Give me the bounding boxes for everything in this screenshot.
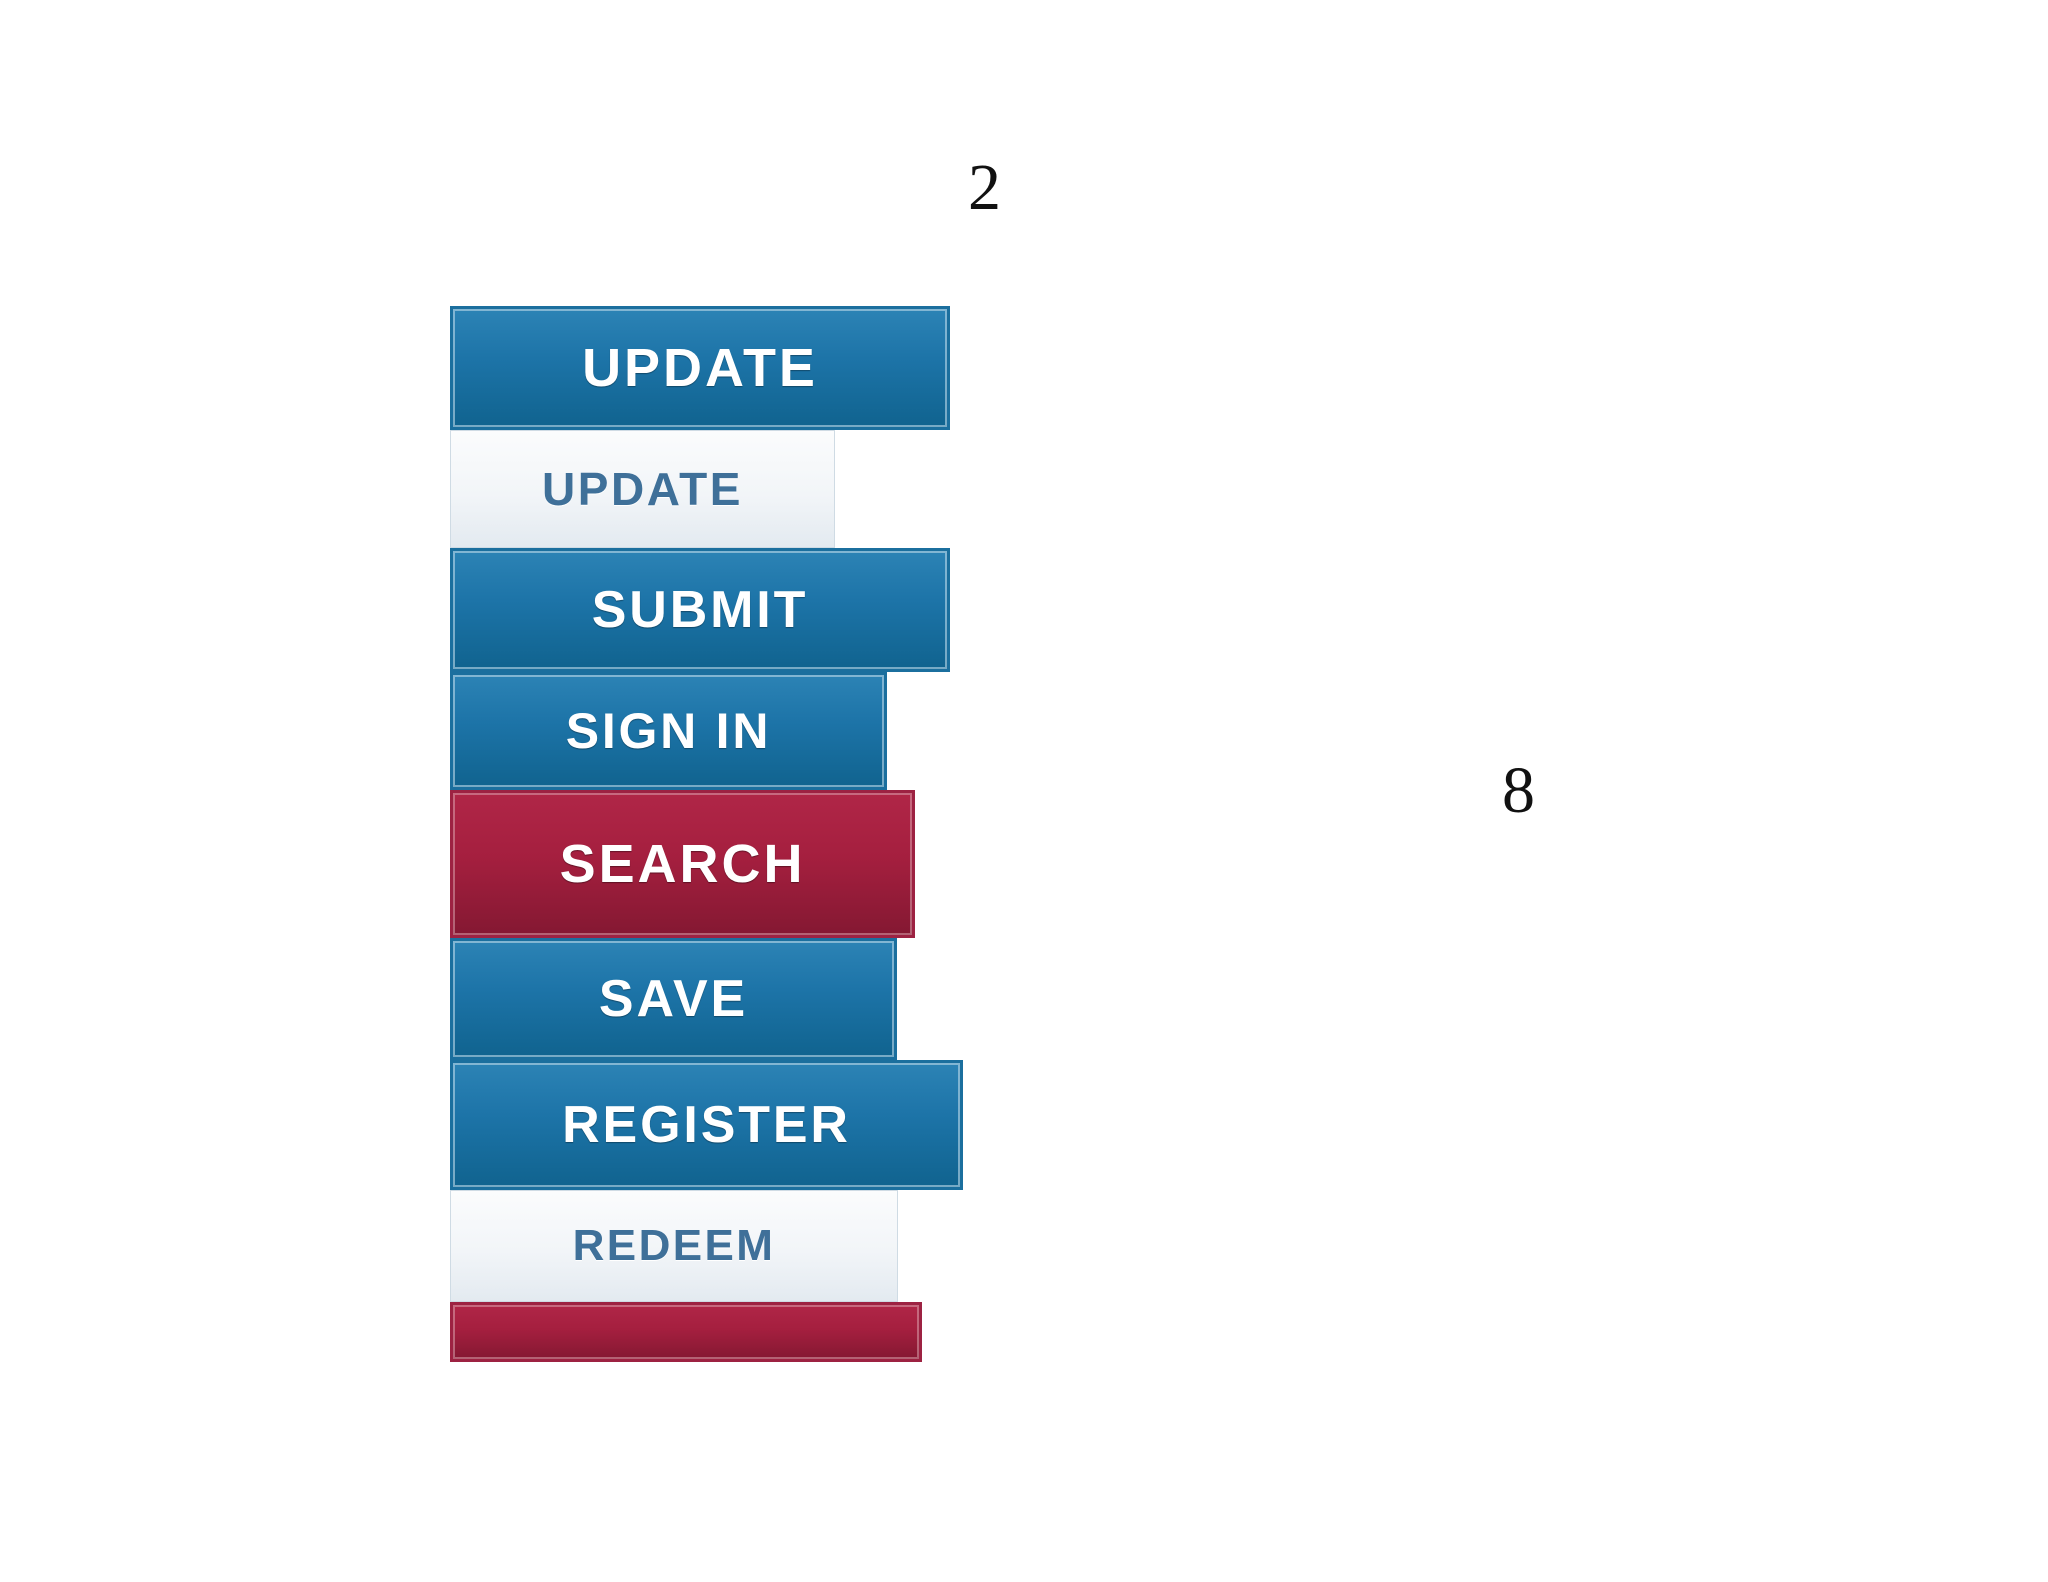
update-button-disabled-label: UPDATE — [542, 463, 743, 515]
search-button-label: SEARCH — [453, 793, 912, 935]
search-button[interactable]: SEARCH — [450, 790, 915, 938]
redeem-button[interactable]: REDEEM — [450, 1190, 898, 1302]
redeem-button-label: REDEEM — [572, 1221, 776, 1270]
sign-in-button-label: SIGN IN — [453, 675, 884, 787]
update-button-disabled[interactable]: UPDATE — [450, 430, 835, 548]
page-number-left: 2 — [968, 151, 1001, 224]
update-button-label: UPDATE — [453, 309, 947, 427]
sign-in-button[interactable]: SIGN IN — [450, 672, 887, 790]
page-number-right: 8 — [1502, 754, 1535, 827]
clipped-red-button[interactable] — [450, 1302, 922, 1362]
submit-button-label: SUBMIT — [453, 551, 947, 669]
button-stack: UPDATE UPDATE SUBMIT SIGN IN SEARCH SAVE… — [450, 306, 1010, 1362]
save-button[interactable]: SAVE — [450, 938, 897, 1060]
clipped-red-button-label — [453, 1305, 919, 1359]
save-button-label: SAVE — [453, 941, 894, 1057]
register-button[interactable]: REGISTER — [450, 1060, 963, 1190]
update-button[interactable]: UPDATE — [450, 306, 950, 430]
register-button-label: REGISTER — [453, 1063, 960, 1187]
submit-button[interactable]: SUBMIT — [450, 548, 950, 672]
